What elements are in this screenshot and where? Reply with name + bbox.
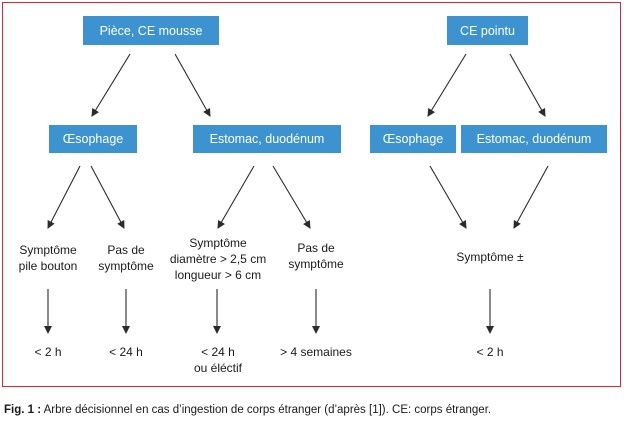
caption-text: Arbre décisionnel en cas d’ingestion de … xyxy=(41,404,492,416)
delay-lt-24h: < 24 h xyxy=(109,345,143,359)
arrow-mousse-to-oesophage xyxy=(91,53,131,117)
arrow-estomac-to-pas xyxy=(272,165,311,229)
node-estomac-duodenum-right: Estomac, duodénum xyxy=(461,125,607,153)
outcome-pas-de-symptome-2: Pas de symptôme xyxy=(288,241,344,271)
outcome-symptome-pile-bouton: Symptôme pile bouton xyxy=(18,243,78,273)
arrow-mousse-to-estomac xyxy=(174,53,211,117)
arrow-oesophage-to-symptome xyxy=(47,165,81,229)
delay-lt-2h-2: < 2 h xyxy=(476,345,504,359)
node-estomac-duodenum-left: Estomac, duodénum xyxy=(193,125,341,153)
delay-lt-2h-1: < 2 h xyxy=(34,345,62,359)
delay-lt-24h-electif: < 24 h ou éléctif xyxy=(193,345,243,375)
outcome-symptome-diametre: Symptôme diamètre > 2,5 cm longueur > 6 … xyxy=(169,236,267,282)
node-oesophage-left: Œsophage xyxy=(49,125,137,153)
caption-label: Fig. 1 : xyxy=(4,404,42,416)
node-oesophage-right: Œsophage xyxy=(370,125,456,153)
arrow-pointu-to-oesophage xyxy=(427,53,467,117)
arrow-oesophage-to-pas xyxy=(90,165,125,229)
outcome-pas-de-symptome-1: Pas de symptôme xyxy=(98,243,154,273)
arrow-estomac-to-symptome xyxy=(217,165,255,229)
figure-caption: Fig. 1 : Arbre décisionnel en cas d’inge… xyxy=(4,404,491,416)
node-ce-pointu: CE pointu xyxy=(447,16,528,45)
outcome-symptome-plus-minus: Symptôme ± xyxy=(456,250,524,264)
arrow-oesophage-r-to-symptome xyxy=(429,165,467,229)
arrow-pointu-to-estomac xyxy=(509,53,546,117)
node-piece-ce-mousse: Pièce, CE mousse xyxy=(83,16,219,45)
arrow-estomac-r-to-symptome xyxy=(513,165,549,229)
figure-frame xyxy=(2,2,621,387)
delay-gt-4-semaines: > 4 semaines xyxy=(280,345,352,359)
